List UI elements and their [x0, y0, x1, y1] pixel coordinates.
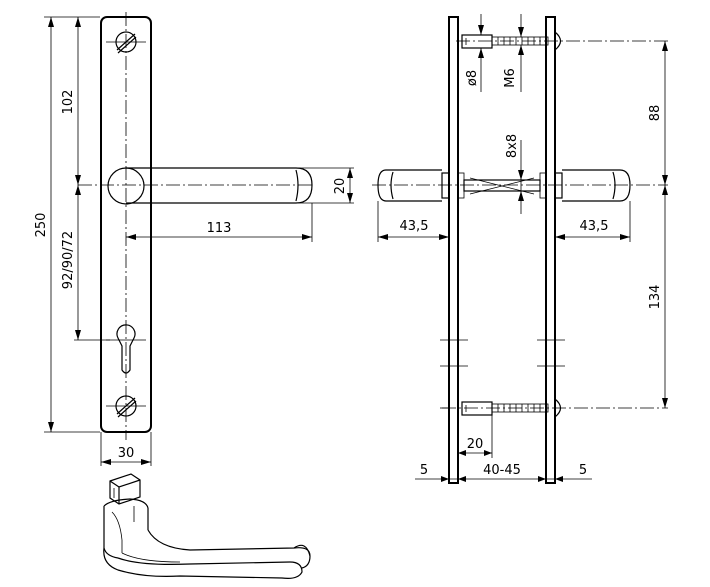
- dim-lever-thickness-label: 20: [333, 178, 348, 195]
- bottom-screw-icon: [106, 395, 146, 418]
- right-back-plate: [545, 16, 556, 484]
- dim-screw-depth: 20: [458, 415, 493, 458]
- side-ticks: [440, 339, 565, 409]
- dim-right-lever: 43,5: [555, 201, 631, 242]
- dim-door-thickness-label: 40-45: [483, 463, 521, 478]
- dim-rose-right-label: 5: [579, 463, 587, 478]
- dim-screw: ø8 M6: [465, 14, 524, 92]
- spindle-icon: 8x8: [463, 134, 541, 214]
- dim-height-lower-label: 92/90/72: [61, 231, 76, 289]
- right-lever-side: [539, 169, 631, 202]
- dim-rose-left-label: 5: [420, 463, 428, 478]
- front-view: 250 102 92/90/72 30: [34, 12, 354, 466]
- dim-height-total: 250: [34, 16, 100, 433]
- dim-height-upper-label: 102: [61, 90, 76, 115]
- lever-perspective: [103, 473, 311, 579]
- left-back-plate: [448, 16, 459, 484]
- dim-thread-label: M6: [503, 68, 518, 88]
- dim-left-lever-label: 43,5: [400, 219, 429, 234]
- dim-lever-thickness: 20: [296, 167, 354, 204]
- dim-plate-width-label: 30: [118, 446, 135, 461]
- dim-lower-offset: 134: [648, 185, 668, 408]
- left-lever-side: [377, 169, 465, 202]
- dim-screw-depth-label: 20: [467, 437, 484, 452]
- dim-lever-length: 113: [126, 203, 313, 242]
- dim-hole-diameter-label: ø8: [465, 70, 480, 86]
- dim-door-thickness: 5 40-45 5: [415, 463, 592, 482]
- spindle-label: 8x8: [505, 134, 520, 158]
- top-screw-side: [456, 31, 668, 51]
- dim-lever-length-label: 113: [207, 221, 232, 236]
- dim-right-lever-label: 43,5: [580, 219, 609, 234]
- dim-height-upper: 102: [61, 17, 81, 185]
- top-screw-icon: [106, 31, 146, 54]
- side-view: 8x8: [372, 14, 668, 484]
- dim-upper-offset-label: 88: [648, 105, 663, 122]
- dim-upper-offset: 88: [648, 41, 668, 185]
- dim-left-lever: 43,5: [377, 201, 449, 242]
- dim-height-lower: 92/90/72: [61, 185, 110, 341]
- dim-plate-width: 30: [100, 432, 152, 466]
- bottom-screw-side: [442, 398, 668, 418]
- dim-height-total-label: 250: [34, 213, 49, 238]
- lever-front: [107, 167, 313, 205]
- dim-lower-offset-label: 134: [648, 285, 663, 310]
- keyhole-icon: [106, 324, 146, 374]
